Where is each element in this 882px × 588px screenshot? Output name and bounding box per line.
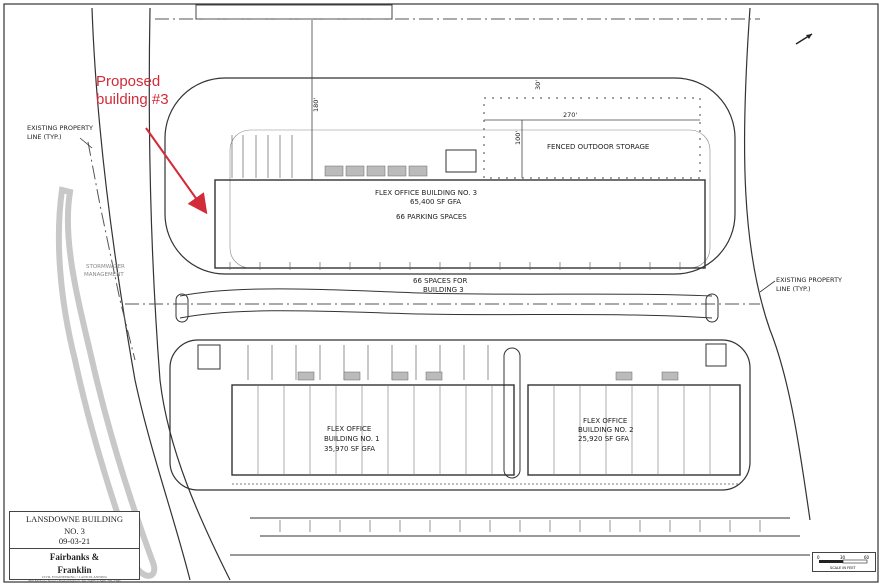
building-2-line2: BUILDING NO. 2: [578, 426, 634, 434]
north-arrow-icon: [795, 33, 813, 45]
access-road-right: [743, 7, 811, 521]
property-leader-right: [759, 280, 776, 293]
stormwater-label-2: MANAGEMENT: [84, 272, 124, 278]
scale-caption: SCALE IN FEET: [830, 566, 857, 570]
existing-parking-top: [195, 4, 393, 20]
building-1-dock-lines: [247, 345, 489, 380]
scale-tick-0: 0: [817, 555, 820, 560]
title-block: LANSDOWNE BUILDING NO. 3 09-03-21 Fairba…: [9, 511, 140, 583]
building-2-dumpster-pads: [615, 371, 679, 381]
annotation-text-line1: Proposed: [96, 73, 160, 90]
firm-name-2: Franklin: [57, 565, 92, 575]
dumpster-enclosure-right: [705, 343, 727, 367]
storage-dim-width: 270': [563, 111, 577, 119]
building-3-footprint: [214, 179, 706, 269]
building-1-line2: BUILDING NO. 1: [324, 435, 380, 443]
dumpster-enclosure-left: [197, 344, 221, 370]
storage-label: FENCED OUTDOOR STORAGE: [547, 143, 649, 151]
scale-bar-graphic: 0 30 60 SCALE IN FEET: [817, 555, 870, 570]
lower-site-loop: [169, 339, 751, 491]
annotation-text-line2: building #3: [96, 91, 169, 108]
building-1-footprint: [231, 384, 515, 476]
firm-subtitle-2: 800 Mickens Street • Fredericksburg, VA …: [28, 579, 121, 583]
setback-dim: 180': [312, 98, 320, 112]
parking-note-2: BUILDING 3: [423, 286, 464, 294]
property-leader-left: [79, 137, 93, 149]
firm-name-1: Fairbanks &: [49, 552, 100, 562]
fenced-storage-area: [483, 97, 701, 179]
building-1-line1: FLEX OFFICE: [327, 425, 371, 433]
stormwater-pond: [55, 186, 158, 579]
storage-dim-setback: 30': [534, 80, 542, 90]
storage-dim-depth: 100': [514, 131, 522, 145]
property-line-right-label-1: EXISTING PROPERTY: [776, 276, 842, 284]
building-2-bay-lines: [553, 385, 711, 475]
dumpster-enclosure-top: [445, 149, 477, 173]
south-parking-ticks: [279, 520, 761, 532]
title-block-date: 09-03-21: [10, 536, 139, 549]
building-2-footprint: [527, 384, 741, 476]
parking-island-66: [179, 288, 713, 297]
building-3-parking: 66 PARKING SPACES: [396, 213, 467, 221]
stormwater-label-1: STORMWATER: [86, 264, 125, 270]
property-line-left-label-2: LINE (TYP.): [27, 133, 62, 141]
building-3-name: FLEX OFFICE BUILDING NO. 3: [375, 189, 477, 197]
property-line-right-label-2: LINE (TYP.): [776, 285, 811, 293]
title-block-name-2: NO. 3: [64, 526, 85, 536]
building-2-line1: FLEX OFFICE: [583, 417, 627, 425]
sheet-border: [3, 3, 879, 583]
access-road-left-inner: [148, 7, 231, 581]
building-2-line3: 25,920 SF GFA: [578, 435, 629, 443]
island-end-left: [175, 293, 189, 323]
building-3-area: 65,400 SF GFA: [410, 198, 461, 206]
building-3-parking-ticks: [229, 262, 681, 270]
building-3-dumpster-pads: [324, 165, 428, 177]
scale-tick-60: 60: [864, 555, 870, 560]
island-end-right: [705, 293, 719, 323]
firm-subtitle-1: CIVIL ENGINEERING • LAND PLANNING: [41, 575, 108, 579]
property-line-left: [87, 141, 136, 361]
building-3-docks: [231, 135, 293, 178]
scale-bar: 0 30 60 SCALE IN FEET: [812, 552, 876, 572]
parking-island-66-lower: [179, 310, 713, 319]
annotation-arrow: [145, 127, 208, 215]
building-1-bay-lines: [257, 385, 493, 475]
title-block-name-1: LANSDOWNE BUILDING: [25, 514, 124, 524]
scale-tick-30: 30: [840, 555, 846, 560]
property-line-left-label-1: EXISTING PROPERTY: [27, 124, 93, 132]
parking-note-1: 66 SPACES FOR: [413, 277, 468, 285]
access-road-left: [91, 7, 191, 581]
building-1-line3: 35,970 SF GFA: [324, 445, 375, 453]
center-median: [503, 347, 521, 479]
building-3-site-loop: [164, 77, 736, 275]
building-1-dumpster-pads: [297, 371, 443, 381]
